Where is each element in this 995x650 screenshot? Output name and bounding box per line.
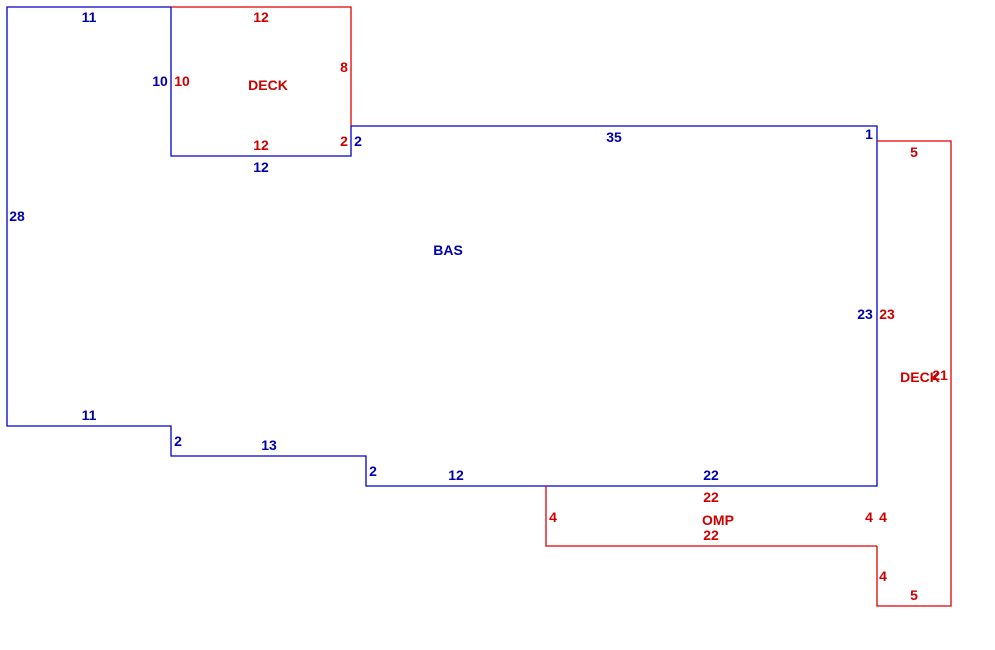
deck-right-outline (876, 140, 952, 607)
dim-bas-deck-notch-left: 10 (152, 73, 168, 89)
dim-deck-right-left-mid: 4 (879, 509, 887, 525)
dim-bas-step2-right: 2 (369, 463, 377, 479)
dim-deck-right-left: 23 (879, 306, 895, 322)
dim-bas-step3-bottom: 12 (448, 467, 464, 483)
dim-omp-bottom: 22 (703, 527, 719, 543)
dim-deck-top-bottom: 12 (253, 137, 269, 153)
dim-bas-bottom-left: 11 (82, 407, 97, 423)
dim-deck-top-right: 8 (340, 59, 348, 75)
dim-deck-top-top: 12 (253, 9, 269, 25)
bas-outline (6, 6, 878, 487)
dim-bas-top-main: 35 (606, 129, 622, 145)
omp-outline (545, 486, 877, 547)
dim-omp-top: 22 (703, 489, 719, 505)
dim-bas-right: 23 (857, 306, 873, 322)
deck-top-outline (171, 6, 352, 126)
dim-bas-deck-notch-bottom: 12 (253, 159, 269, 175)
dim-bas-top-left: 11 (82, 9, 97, 25)
dim-omp-right: 4 (865, 509, 873, 525)
dim-bas-step2-bottom: 13 (261, 437, 277, 453)
dim-deck-right-top: 5 (910, 144, 918, 160)
dim-omp-left: 4 (549, 509, 557, 525)
dim-bas-left: 28 (9, 208, 25, 224)
dim-deck-top-left: 10 (174, 73, 190, 89)
dim-bas-bottom-right: 22 (703, 467, 719, 483)
area-label-omp: OMP (702, 512, 734, 528)
area-label-bas: BAS (433, 242, 463, 258)
dim-deck-right-bottom: 5 (910, 587, 918, 603)
dim-bas-top-right-corner: 1 (865, 126, 873, 142)
dim-deck-top-bottom-right: 2 (340, 133, 348, 149)
dim-deck-right-right: 21 (932, 367, 948, 383)
area-label-deck-top: DECK (248, 77, 288, 93)
dim-bas-step1-right: 2 (174, 433, 182, 449)
area-label-deck-right: DECK (900, 369, 940, 385)
dim-deck-right-left-lower: 4 (879, 568, 887, 584)
dim-bas-deck-notch-right: 2 (354, 133, 362, 149)
